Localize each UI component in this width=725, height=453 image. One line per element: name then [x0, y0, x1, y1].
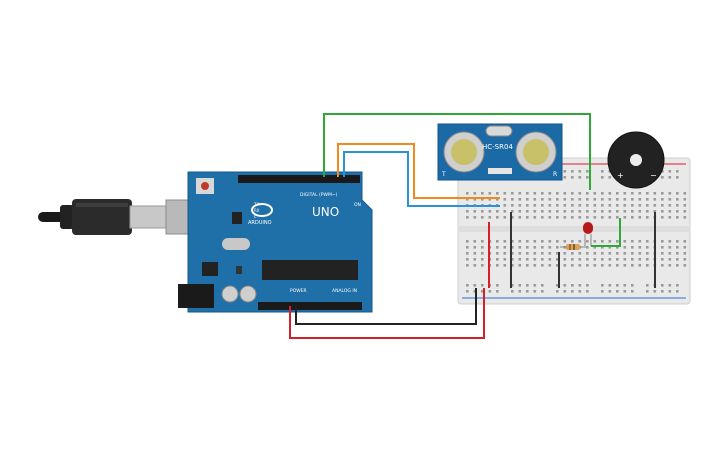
l-label: L [254, 214, 257, 219]
resistor-icon [560, 244, 586, 250]
wire-orange [337, 143, 500, 199]
sensor-r-label: R [553, 171, 557, 178]
wire-black [295, 288, 477, 325]
microcontroller-chip [262, 260, 358, 280]
buzzer-icon: + − [607, 131, 665, 189]
reset-button-icon[interactable] [196, 178, 214, 194]
rx-label: RX [254, 208, 260, 213]
power-pins-label: POWER [290, 288, 307, 294]
ultrasonic-sensor: HC-SR04 T R [437, 123, 563, 181]
arduino-board: ARDUINO UNO DIGITAL (PWM~) POWER ANALOG … [178, 171, 373, 313]
power-header [258, 302, 362, 310]
arduino-brand-label: ARDUINO [248, 220, 272, 226]
analog-pins-label: ANALOG IN [332, 288, 357, 294]
usb-plug-icon [38, 199, 205, 235]
buzzer-plus-label: + [617, 171, 624, 180]
arduino-model-label: UNO [312, 205, 339, 219]
wire-green [323, 113, 621, 247]
digital-header [238, 175, 360, 183]
wire-red [289, 288, 485, 339]
on-label: ON [354, 202, 361, 208]
tx-label: TX [253, 202, 259, 207]
sensor-model-label: HC-SR04 [482, 143, 513, 151]
power-jack [178, 284, 214, 308]
sensor-t-label: T [441, 171, 446, 178]
digital-pins-label: DIGITAL (PWM~) [300, 192, 338, 198]
wire-blue [343, 151, 500, 207]
buzzer-minus-label: − [650, 171, 657, 180]
led-icon [583, 222, 593, 246]
